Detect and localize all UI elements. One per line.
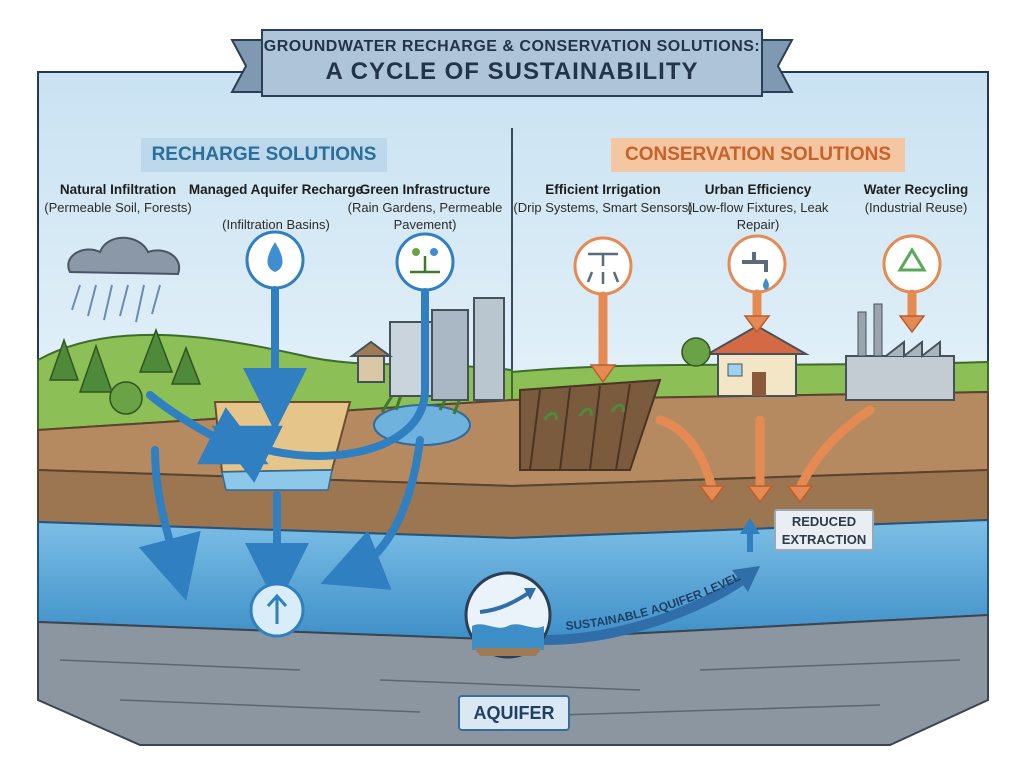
sprinkler-icon — [573, 236, 633, 296]
managed-aquifer-recharge-title: Managed Aquifer Recharge — [188, 182, 364, 197]
plant-rain-icon — [395, 232, 455, 292]
reduced-extraction-label: REDUCED EXTRACTION — [774, 509, 874, 551]
conservation-arrowheads — [589, 315, 926, 504]
aquifer-label: AQUIFER — [458, 695, 570, 731]
rain-cloud-icon — [67, 236, 181, 323]
rising-water-icon — [464, 571, 552, 659]
conservation-solutions-heading: CONSERVATION SOLUTIONS — [611, 138, 905, 172]
urban-efficiency-subtitle: (Low-flow Fixtures, Leak Repair) — [687, 200, 829, 232]
efficient-irrigation-subtitle: (Drip Systems, Smart Sensors) — [513, 200, 693, 215]
green-infrastructure-title: Green Infrastructure — [359, 182, 491, 197]
water-recycling-subtitle: (Industrial Reuse) — [864, 200, 968, 215]
green-infrastructure-subtitle: (Rain Gardens, Permeable Pavement) — [347, 200, 503, 232]
title-banner — [230, 29, 794, 97]
recycle-icon — [882, 234, 942, 294]
water-drop-icon — [245, 230, 305, 290]
natural-infiltration-subtitle: (Permeable Soil, Forests) — [44, 200, 192, 215]
urban-efficiency-title: Urban Efficiency — [704, 182, 812, 197]
faucet-icon — [727, 234, 787, 294]
recharge-solutions-heading: RECHARGE SOLUTIONS — [141, 138, 387, 172]
sustainable-level-arrow — [540, 566, 760, 645]
conservation-arrows — [598, 289, 917, 493]
water-recycling-title: Water Recycling — [863, 182, 969, 197]
forest-trees — [48, 327, 202, 415]
house — [681, 324, 810, 397]
factory — [845, 303, 955, 401]
title-line-1: GROUNDWATER RECHARGE & CONSERVATION SOLU… — [263, 38, 761, 55]
title-line-2: A CYCLE OF SUSTAINABILITY — [325, 58, 699, 85]
farm-field — [519, 378, 662, 471]
managed-aquifer-recharge-subtitle: (Infiltration Basins) — [222, 217, 330, 232]
reduced-extraction-arrow — [740, 518, 760, 552]
natural-infiltration-title: Natural Infiltration — [59, 182, 177, 197]
efficient-irrigation-title: Efficient Irrigation — [545, 182, 661, 197]
recharge-arrows — [138, 286, 429, 607]
recharge-upwelling-icon — [249, 582, 305, 638]
